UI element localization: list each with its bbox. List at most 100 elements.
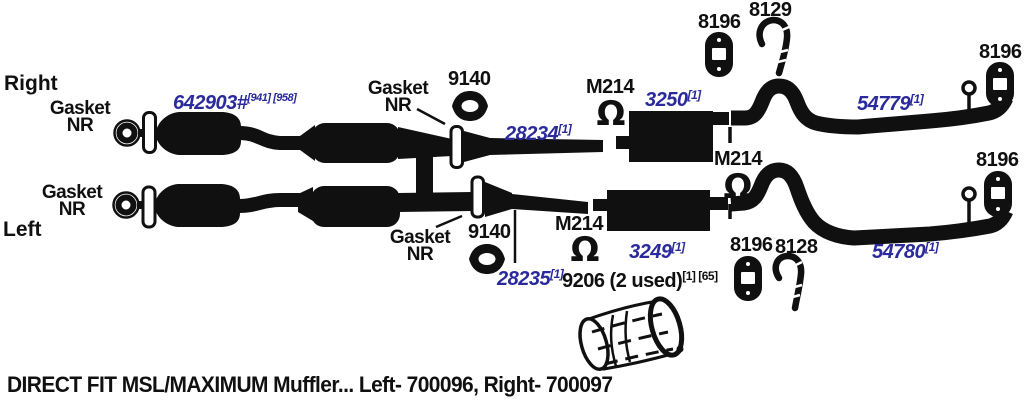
product-title: DIRECT FIT MSL/MAXIMUM Muffler... Left- … — [7, 372, 613, 397]
intermediate-pipe-left — [238, 193, 312, 213]
part-sup: [1] [65] — [682, 269, 718, 283]
hanger-hook-8129-icon — [756, 16, 791, 77]
gasket-9140-bottom-icon — [469, 244, 505, 274]
gasket-9140-hole — [461, 100, 479, 112]
gasket-line1: Gasket — [49, 98, 111, 119]
gasket-nr-label-mid-top: Gasket NR — [362, 78, 434, 116]
muffler-3250-outlet — [713, 112, 729, 125]
part-label-3250: 3250[1] — [645, 85, 701, 110]
gasket-nr-label-right-front: Gasket NR — [44, 98, 116, 136]
part-label-m214-bottom: M214 — [555, 213, 604, 235]
part-number: 3250 — [645, 89, 688, 111]
part-label-642903: 642903#[941] [958] — [173, 88, 297, 114]
part-label-8196-d: 8196 — [976, 149, 1019, 171]
part-label-m214-top: M214 — [586, 76, 635, 98]
part-number: 54779 — [857, 93, 911, 115]
inlet-stub — [137, 201, 145, 209]
hook-body — [772, 252, 805, 312]
front-flange-icon — [141, 185, 157, 229]
part-label-m214-mid: M214 — [714, 148, 763, 170]
part-number: 54780 — [872, 241, 926, 263]
front-flange-icon — [142, 111, 157, 154]
shield-right-rim — [647, 296, 685, 358]
cone-28235 — [485, 182, 512, 217]
shield-ribs — [591, 312, 674, 366]
gasket-nr-label-left-front: Gasket NR — [36, 182, 108, 220]
gasket-line1: Gasket — [367, 78, 429, 99]
part-label-8196-b: 8196 — [979, 41, 1022, 63]
shield-bands — [609, 310, 632, 367]
pipe-28234 — [490, 138, 603, 155]
hanger-pin-top-icon — [961, 80, 977, 96]
bolt-dot — [717, 67, 721, 71]
part-number: 9206 (2 used) — [562, 270, 683, 292]
leader-gasket-mid-bottom — [435, 214, 463, 229]
part-number: 28235 — [497, 268, 551, 290]
inlet-gasket-ring-icon — [116, 122, 138, 144]
part-label-9140-bottom: 9140 — [468, 221, 511, 243]
hook-hatches — [773, 25, 790, 65]
part-label-9140-top: 9140 — [448, 68, 491, 90]
resonator-right — [312, 123, 400, 163]
gasket-line2: NR — [58, 199, 86, 220]
hanger-pin-bottom-icon — [961, 186, 977, 202]
inlet-gasket-ring-icon — [115, 194, 137, 216]
part-sup: [1] — [558, 122, 572, 136]
part-number: 642903# — [173, 92, 248, 114]
muffler-3249-inlet — [593, 199, 607, 211]
shield-tab — [676, 345, 684, 353]
resonator-left — [311, 186, 400, 227]
bolt-dot — [996, 207, 1000, 211]
tailpipe-54779 — [731, 78, 1013, 135]
part-label-54780: 54780[1] — [872, 237, 939, 263]
gasket-8196-c-icon — [734, 256, 762, 301]
part-label-8196-a: 8196 — [698, 11, 741, 33]
side-label-left: Left — [3, 218, 42, 241]
pipe-right-2 — [398, 127, 452, 159]
part-number: 28234 — [505, 123, 559, 145]
hole — [991, 187, 1005, 199]
gasket-8196-d-icon — [984, 171, 1012, 217]
mid-flange-top-icon — [449, 125, 464, 169]
gasket-line1: Gasket — [41, 182, 103, 203]
gasket-line1: Gasket — [389, 227, 451, 248]
catalytic-converter-left — [155, 184, 240, 227]
bolt-dot — [996, 177, 1000, 181]
part-label-8129: 8129 — [749, 0, 792, 21]
hook-body — [756, 16, 791, 77]
muffler-3250-inlet — [616, 136, 630, 149]
muffler-3250 — [629, 111, 713, 162]
part-sup: [1] — [550, 267, 564, 281]
gasket-line2: NR — [66, 115, 94, 136]
hole — [712, 48, 726, 60]
right-exhaust-assembly — [113, 78, 1013, 206]
hook-hatches — [788, 260, 803, 300]
muffler-3249 — [607, 190, 710, 231]
part-label-8128: 8128 — [775, 236, 818, 258]
part-sup: [1] — [925, 240, 939, 254]
clamp-m214-mid-icon: Ω — [724, 167, 753, 207]
pipe-left-2 — [398, 192, 472, 212]
leader-gasket-mid-top — [416, 107, 446, 126]
part-label-28234: 28234[1] — [505, 119, 572, 145]
bolt-dot — [746, 291, 750, 295]
bolt-dot — [998, 68, 1002, 72]
gasket-nr-label-mid-bottom: Gasket NR — [384, 227, 456, 264]
clamp-m214-bottom-icon: Ω — [571, 230, 600, 270]
part-sup: [1] — [671, 240, 686, 254]
part-sup: [1] — [910, 92, 924, 106]
heat-shield-9206-icon — [578, 296, 685, 371]
hole — [993, 78, 1007, 90]
gasket-line2: NR — [384, 95, 412, 116]
gasket-8196-b-icon — [986, 62, 1014, 107]
muffler-3249-outlet — [710, 197, 728, 210]
resonator-inlet-cone-right — [300, 125, 315, 161]
mid-flange-bottom-icon — [470, 175, 485, 219]
part-label-3249: 3249[1] — [629, 237, 685, 262]
intermediate-pipe-right — [239, 126, 312, 150]
bolt-dot — [717, 38, 721, 42]
hole — [741, 272, 755, 284]
resonator-inlet-cone-left — [298, 187, 313, 221]
